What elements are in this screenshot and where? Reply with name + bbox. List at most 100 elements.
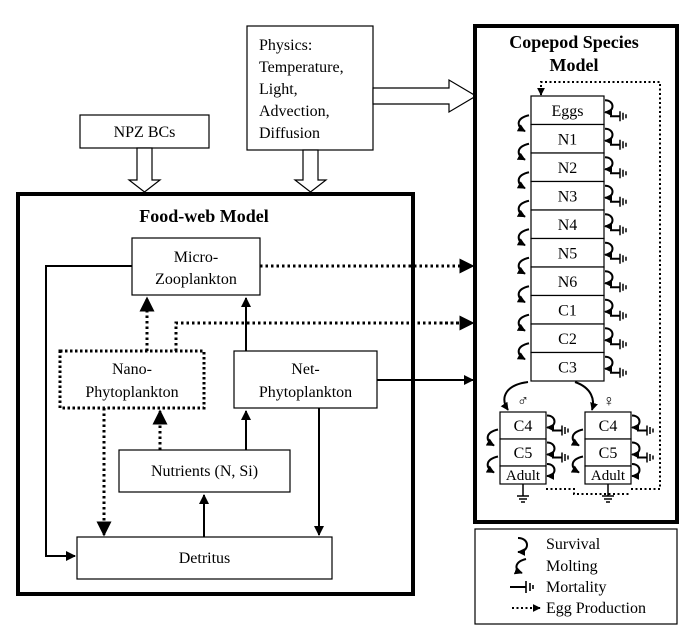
survival-icon xyxy=(546,414,556,432)
mortality-icon xyxy=(552,425,569,436)
survival-icon xyxy=(604,156,614,174)
legend-molting-label: Molting xyxy=(546,558,598,575)
mortality-icon xyxy=(610,139,627,150)
legend-mortality-label: Mortality xyxy=(546,579,606,596)
mortality-icon xyxy=(510,581,534,593)
stage-label: C2 xyxy=(558,331,577,348)
net-phytoplankton-box: Net- Phytoplankton xyxy=(233,350,378,409)
stage-label: N2 xyxy=(558,160,578,177)
mortality-icon xyxy=(637,452,654,463)
survival-icon xyxy=(604,241,614,259)
survival-icon xyxy=(604,355,614,373)
stage-label: C5 xyxy=(514,445,533,462)
survival-icon xyxy=(604,270,614,288)
stage-label: C4 xyxy=(599,418,618,435)
stage-n3: N3 xyxy=(516,180,627,218)
stage-n2: N2 xyxy=(516,152,627,190)
stage-label: Adult xyxy=(591,468,626,484)
stage-label: Adult xyxy=(506,468,541,484)
molting-icon xyxy=(516,256,530,275)
npz-bcs-box: NPZ BCs xyxy=(79,114,210,149)
legend-egg-production-label: Egg Production xyxy=(546,600,646,617)
survival-icon xyxy=(604,99,614,117)
stage-label: N4 xyxy=(558,217,578,234)
physics-line: Light, xyxy=(259,81,298,98)
physics-line: Physics: xyxy=(259,37,312,54)
survival-icon xyxy=(631,463,641,480)
nano-label: Phytoplankton xyxy=(85,384,178,401)
physics-line: Diffusion xyxy=(259,125,320,142)
stage-label: C1 xyxy=(558,303,577,320)
micro-to-detritus-flow xyxy=(45,265,132,561)
npz-to-foodweb-arrow xyxy=(127,147,162,193)
survival-icon xyxy=(546,463,556,480)
molting-icon xyxy=(516,199,530,218)
mortality-icon xyxy=(610,196,627,207)
mortality-icon xyxy=(637,425,654,436)
nutrients-label: Nutrients (N, Si) xyxy=(151,463,258,480)
legend-egg-production: Egg Production xyxy=(512,600,646,617)
mortality-icon xyxy=(610,225,627,236)
mortality-icon xyxy=(552,452,569,463)
stage-eggs: Eggs xyxy=(516,95,627,133)
mortality-icon xyxy=(610,168,627,179)
stage-label: N1 xyxy=(558,132,578,149)
physics-box: Physics: Temperature, Light, Advection, … xyxy=(246,25,374,151)
net-label: Net- xyxy=(291,361,319,378)
mortality-icon xyxy=(610,111,627,122)
micro-zooplankton-box: Micro- Zooplankton xyxy=(131,237,261,296)
survival-icon xyxy=(604,213,614,231)
detritus-box: Detritus xyxy=(76,536,333,580)
mortality-icon xyxy=(610,339,627,350)
stage-n6: N6 xyxy=(516,266,627,304)
copepod-title: Copepod Species xyxy=(509,32,639,52)
npz-bcs-label: NPZ BCs xyxy=(114,124,176,141)
survival-icon xyxy=(631,441,641,459)
survival-icon xyxy=(631,414,641,432)
survival-icon xyxy=(604,184,614,202)
survival-icon xyxy=(604,327,614,345)
stage-label: N5 xyxy=(558,246,578,263)
mortality-icon xyxy=(517,484,529,503)
molting-icon xyxy=(516,285,530,304)
legend-mortality: Mortality xyxy=(510,579,606,596)
egg-production-loop xyxy=(537,81,661,490)
micro-label: Micro- xyxy=(174,249,218,266)
mortality-icon xyxy=(610,253,627,264)
stage-c3: C3 xyxy=(530,351,627,382)
molting-icon xyxy=(513,558,527,575)
legend-survival-label: Survival xyxy=(546,536,601,553)
molting-icon xyxy=(485,455,499,474)
molting-icon xyxy=(516,114,530,133)
molting-icon xyxy=(516,342,530,361)
egg-production-male xyxy=(546,488,631,495)
physics-to-copepod-arrow xyxy=(372,78,478,114)
net-label: Phytoplankton xyxy=(259,384,352,401)
molting-icon xyxy=(485,428,499,447)
female-stage-c4: C4 xyxy=(570,411,654,447)
molting-icon xyxy=(570,455,584,474)
stage-label: N3 xyxy=(558,189,578,206)
stage-c1: C1 xyxy=(516,294,627,332)
mortality-icon xyxy=(610,282,627,293)
physics-to-foodweb-arrow xyxy=(293,149,328,193)
female-stage-c5: C5 xyxy=(570,438,654,474)
male-stage-c4: C4 xyxy=(485,411,569,447)
survival-icon xyxy=(546,441,556,459)
female-symbol: ♀ xyxy=(603,393,615,410)
stage-n4: N4 xyxy=(516,209,627,247)
stage-label: C5 xyxy=(599,445,618,462)
c3-to-female-molt xyxy=(574,381,598,411)
copepod-title: Model xyxy=(550,55,599,75)
stage-label: N6 xyxy=(558,274,578,291)
molting-icon xyxy=(516,313,530,332)
physics-line: Advection, xyxy=(259,103,330,120)
molting-icon xyxy=(516,142,530,161)
legend-survival: Survival xyxy=(517,536,601,556)
female-stage-adult: Adult xyxy=(584,463,641,503)
molting-icon xyxy=(570,428,584,447)
